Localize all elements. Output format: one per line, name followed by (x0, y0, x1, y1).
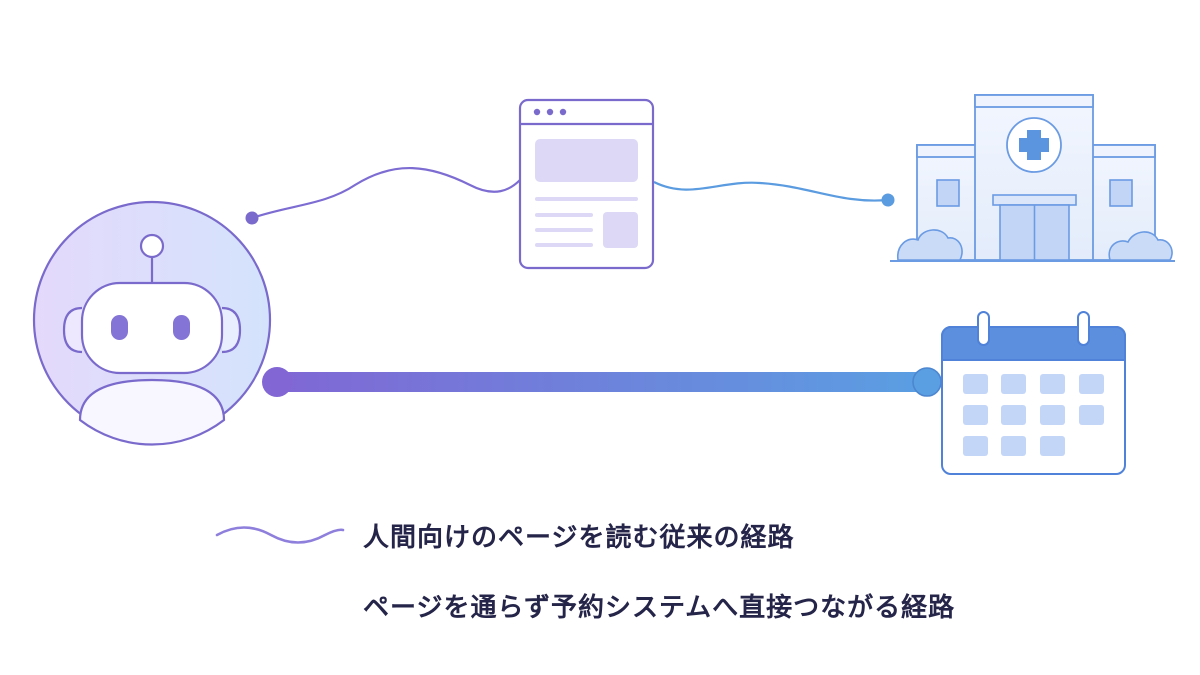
legend-label-traditional: 人間向けのページを読む従来の経路 (363, 522, 795, 553)
route-start-dot (245, 211, 259, 225)
route-end-dot (881, 193, 895, 207)
browser-page-icon (518, 98, 655, 270)
legend-thick-line-swatch (216, 598, 344, 612)
traditional-route (245, 167, 895, 225)
legend-label-direct: ページを通らず予約システムへ直接つながる経路 (363, 592, 956, 623)
route-agent-to-page (251, 167, 521, 220)
legend-item-direct: ページを通らず予約システムへ直接つながる経路 (215, 585, 955, 625)
calendar-icon (941, 311, 1126, 475)
direct-route (262, 367, 942, 397)
hospital-icon (890, 94, 1175, 262)
legend-wavy-line-swatch (215, 526, 345, 544)
route-page-to-hospital (653, 181, 889, 202)
robot-icon (32, 200, 272, 446)
direct-route-start-dot (262, 367, 292, 397)
direct-route-end-dot (912, 367, 942, 397)
legend-item-traditional: 人間向けのページを読む従来の経路 (215, 515, 794, 555)
